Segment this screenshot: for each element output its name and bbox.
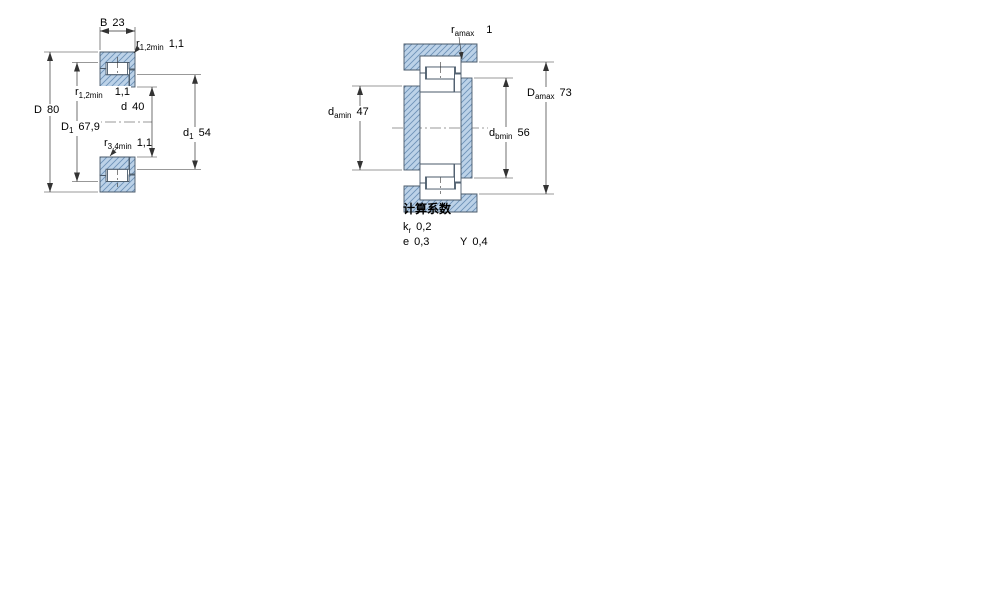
leader-r34 xyxy=(109,147,118,157)
dim-d1 xyxy=(137,74,201,170)
leader-r12-top xyxy=(133,46,141,54)
left-flange-ring-top xyxy=(129,69,136,88)
dim-d xyxy=(137,86,157,158)
left-view-section xyxy=(86,51,152,193)
right-flange-ring-bottom xyxy=(454,163,462,183)
dim-da xyxy=(352,85,402,171)
left-flange-ring-bottom xyxy=(129,156,136,175)
right-flange-ring-top xyxy=(454,73,462,93)
calc-factors-title: 计算系数 xyxy=(403,202,452,216)
dim-Da xyxy=(479,61,554,195)
left-view-dimensions xyxy=(44,27,201,193)
leader-ra xyxy=(458,36,464,60)
dim-D xyxy=(44,51,98,193)
right-inner-ring-bottom xyxy=(419,163,455,184)
shaft-abutment-right xyxy=(460,77,473,179)
shaft-shoulder-left xyxy=(403,85,421,171)
right-view-dimensions xyxy=(352,36,554,195)
right-view-section xyxy=(392,43,500,213)
left-inner-ring-bottom xyxy=(99,156,130,176)
dim-B xyxy=(99,27,136,50)
right-inner-ring-top xyxy=(419,72,455,93)
